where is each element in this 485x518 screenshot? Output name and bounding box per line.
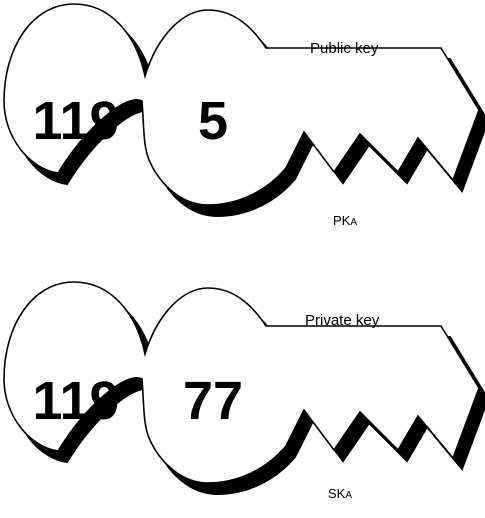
- public-key-caption: Public key: [310, 40, 379, 57]
- public-key-label: PKA: [333, 213, 357, 228]
- private-key-caption: Private key: [305, 312, 380, 329]
- private-key-modulus: 119: [32, 371, 119, 431]
- public-key-label-main: PK: [333, 213, 351, 228]
- public-key-modulus: 119: [32, 91, 119, 151]
- private-key-label: SKA: [328, 486, 352, 501]
- public-key-label-sub: A: [350, 217, 357, 228]
- private-key-label-main: SK: [328, 486, 346, 501]
- private-key-graphic: 119 77 Private key SKA: [3, 281, 485, 501]
- public-key-exponent: 5: [198, 91, 228, 151]
- private-key-exponent: 77: [183, 371, 243, 431]
- private-key-label-sub: A: [345, 490, 352, 501]
- public-key-graphic: 119 5 Public key PKA: [3, 3, 485, 228]
